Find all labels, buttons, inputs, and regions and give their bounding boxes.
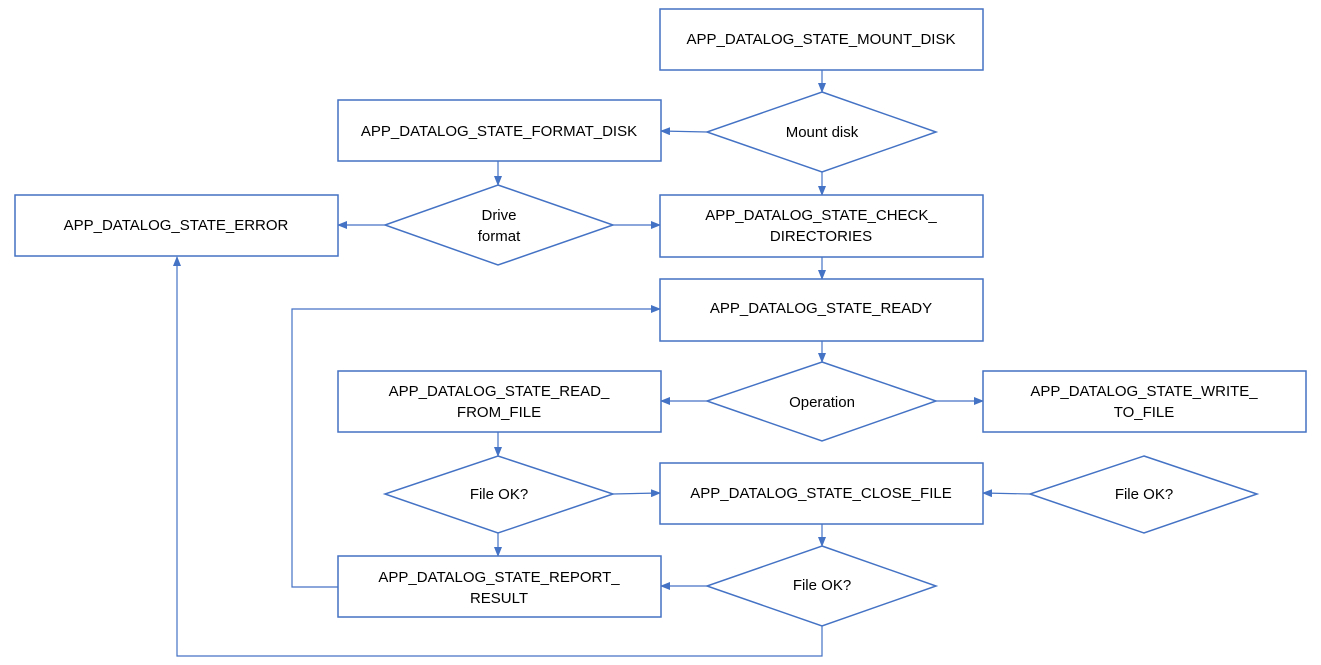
svg-text:Operation: Operation (789, 394, 855, 411)
state-label-line: TO_FILE (1114, 404, 1175, 421)
state-box-mount-disk: APP_DATALOG_STATE_MOUNT_DISK (659, 8, 984, 71)
state-label-line: FROM_FILE (457, 404, 541, 421)
arrow-close-file-ok-to-error (173, 256, 823, 657)
svg-text:APP_DATALOG_STATE_READY: APP_DATALOG_STATE_READY (710, 300, 932, 317)
connectors (173, 70, 1031, 657)
state-label-line: APP_DATALOG_STATE_CLOSE_FILE (690, 485, 951, 502)
svg-text:APP_DATALOG_STATE_READ_: APP_DATALOG_STATE_READ_ (389, 383, 610, 400)
svg-text:APP_DATALOG_STATE_ERROR: APP_DATALOG_STATE_ERROR (64, 217, 289, 234)
svg-text:File OK?: File OK? (793, 577, 851, 594)
state-box-error: APP_DATALOG_STATE_ERROR (14, 194, 339, 257)
decision-label-line: Mount disk (786, 124, 859, 141)
decision-operation: Operation (704, 361, 939, 442)
state-box-read-from-file: APP_DATALOG_STATE_READ_ FROM_FILE (337, 370, 662, 433)
state-box-format-disk: APP_DATALOG_STATE_FORMAT_DISK (337, 99, 662, 162)
decision-label-line: File OK? (470, 486, 528, 503)
decision-label-line: format (478, 228, 521, 245)
svg-text:RESULT: RESULT (470, 590, 528, 607)
svg-text:APP_DATALOG_STATE_REPORT_: APP_DATALOG_STATE_REPORT_ (378, 569, 620, 586)
decision-label-line: File OK? (793, 577, 851, 594)
decision-file-ok-read: File OK? (382, 455, 616, 534)
state-box-report-result: APP_DATALOG_STATE_REPORT_ RESULT (337, 555, 662, 618)
decision-drive-format: Drive format (382, 184, 616, 266)
svg-text:APP_DATALOG_STATE_FORMAT_DISK: APP_DATALOG_STATE_FORMAT_DISK (361, 123, 637, 140)
state-label-line: DIRECTORIES (770, 228, 872, 245)
state-label-line: APP_DATALOG_STATE_ERROR (64, 217, 289, 234)
state-label-line: APP_DATALOG_STATE_READY (710, 300, 932, 317)
decision-mount-disk: Mount disk (704, 91, 939, 173)
svg-text:DIRECTORIES: DIRECTORIES (770, 228, 872, 245)
arrow-file-ok-to-close (612, 489, 661, 498)
decision-file-ok-write: File OK? (1027, 455, 1260, 534)
decision-file-ok-close: File OK? (704, 545, 939, 627)
state-label-line: APP_DATALOG_STATE_CHECK_ (705, 207, 937, 224)
state-label-line: RESULT (470, 590, 528, 607)
svg-text:APP_DATALOG_STATE_CLOSE_FILE: APP_DATALOG_STATE_CLOSE_FILE (690, 485, 951, 502)
svg-text:format: format (478, 228, 521, 245)
svg-text:File OK?: File OK? (470, 486, 528, 503)
decision-label-line: File OK? (1115, 486, 1173, 503)
arrow-report-to-ready (291, 305, 661, 588)
state-box-close-file: APP_DATALOG_STATE_CLOSE_FILE (659, 462, 984, 525)
svg-text:APP_DATALOG_STATE_MOUNT_DISK: APP_DATALOG_STATE_MOUNT_DISK (687, 31, 956, 48)
state-label-line: APP_DATALOG_STATE_READ_ (389, 383, 610, 400)
svg-text:APP_DATALOG_STATE_WRITE_: APP_DATALOG_STATE_WRITE_ (1030, 383, 1258, 400)
decision-label-line: Drive (481, 207, 516, 224)
arrow-mount-decision-to-format (660, 127, 708, 136)
decision-label-line: Operation (789, 394, 855, 411)
svg-text:File OK?: File OK? (1115, 486, 1173, 503)
svg-text:FROM_FILE: FROM_FILE (457, 404, 541, 421)
state-label-line: APP_DATALOG_STATE_FORMAT_DISK (361, 123, 637, 140)
state-label-line: APP_DATALOG_STATE_WRITE_ (1030, 383, 1258, 400)
svg-text:TO_FILE: TO_FILE (1114, 404, 1175, 421)
state-label-line: APP_DATALOG_STATE_REPORT_ (378, 569, 620, 586)
state-box-ready: APP_DATALOG_STATE_READY (659, 278, 984, 342)
svg-text:Drive: Drive (481, 207, 516, 224)
state-box-check-directories: APP_DATALOG_STATE_CHECK_ DIRECTORIES (659, 194, 984, 258)
state-box-write-to-file: APP_DATALOG_STATE_WRITE_ TO_FILE (982, 370, 1307, 433)
svg-text:APP_DATALOG_STATE_CHECK_: APP_DATALOG_STATE_CHECK_ (705, 207, 937, 224)
svg-text:Mount disk: Mount disk (786, 124, 859, 141)
arrow-write-file-ok-to-close (982, 489, 1031, 498)
state-label-line: APP_DATALOG_STATE_MOUNT_DISK (687, 31, 956, 48)
